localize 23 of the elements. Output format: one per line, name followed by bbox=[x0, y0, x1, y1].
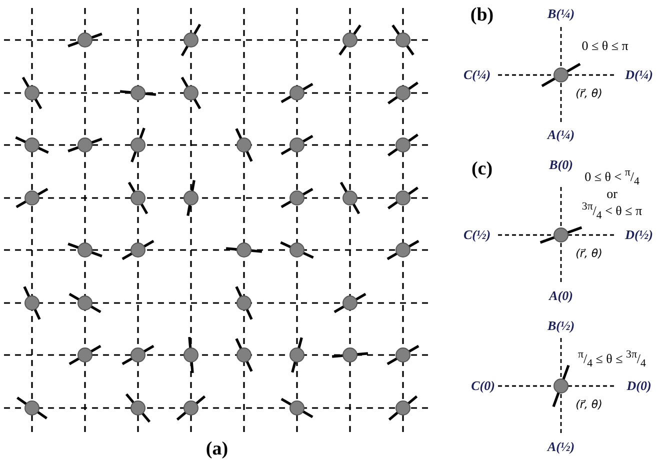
point-label: D(0) bbox=[626, 378, 652, 394]
point-label: C(½) bbox=[463, 228, 491, 242]
angle-condition: $^{π}$/$_{4}$ ≤ θ ≤ $^{3π}$/$_{4}$ bbox=[578, 350, 646, 370]
panel-label: (a) bbox=[206, 440, 228, 460]
point-label: C(0) bbox=[471, 378, 495, 394]
panel-label: (b) bbox=[470, 6, 494, 26]
point-label: B(0) bbox=[549, 158, 573, 172]
point-label: D(½) bbox=[625, 228, 653, 242]
angle-condition: $^{3π}$/$_{4}$ < θ ≤ π bbox=[582, 202, 642, 222]
point-label: C(¼) bbox=[463, 68, 491, 82]
point-label: D(¼) bbox=[625, 68, 653, 82]
point-label: A(0) bbox=[549, 288, 573, 304]
angle-condition: or bbox=[606, 186, 618, 202]
point-label: B(½) bbox=[547, 318, 575, 334]
point-label: A(¼) bbox=[547, 128, 575, 142]
position-label: (r⃗, θ) bbox=[576, 248, 602, 260]
position-label: (r⃗, θ) bbox=[576, 88, 602, 100]
angle-condition: 0 ≤ θ ≤ π bbox=[582, 38, 628, 54]
angle-condition: 0 ≤ θ < $^{π}$/$_{4}$ bbox=[584, 168, 640, 188]
point-label: A(½) bbox=[547, 440, 575, 454]
position-label: (r⃗, θ) bbox=[576, 398, 602, 412]
panel-label: (c) bbox=[471, 160, 493, 180]
point-label: B(¼) bbox=[547, 6, 575, 22]
